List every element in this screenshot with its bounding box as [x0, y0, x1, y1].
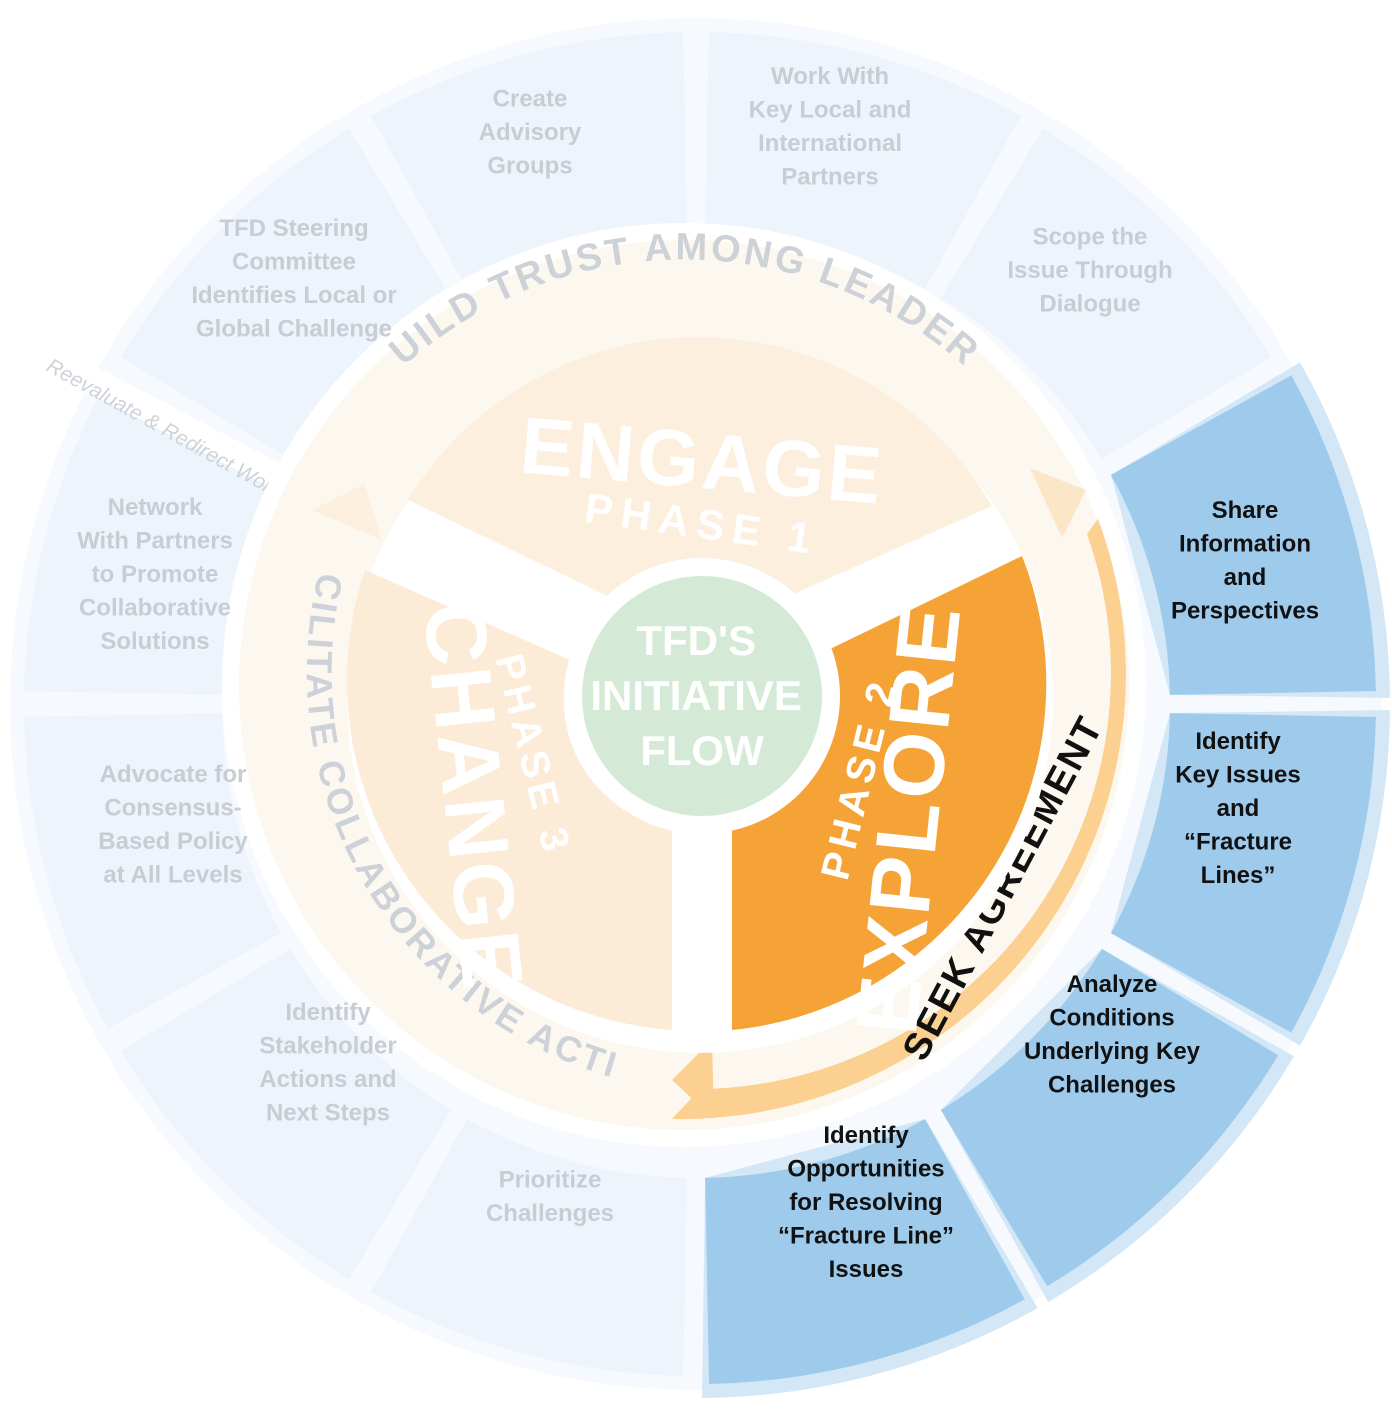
step-label-line: Underlying Key — [1024, 1038, 1201, 1065]
step-label-line: Key Local and — [749, 96, 912, 123]
step-segment-identify-stakeholder-actions — [120, 948, 452, 1280]
center-line-3: FLOW — [640, 727, 764, 774]
step-label-line: Committee — [232, 248, 356, 275]
step-label-line: Next Steps — [266, 1099, 390, 1126]
step-segment-identify-opportunities — [705, 1118, 1025, 1384]
step-label-line: Dialogue — [1039, 291, 1140, 318]
step-label-line: International — [758, 130, 902, 157]
explore-sector — [732, 556, 1047, 1030]
ring-arrow-left — [312, 484, 382, 540]
step-label-line: Prioritize — [499, 1166, 602, 1193]
step-label-line: for Resolving — [789, 1189, 942, 1216]
step-label-line: Identifies Local or — [191, 282, 396, 309]
svg-text:TFD'S INITIATIVE FLOW: TFD'S INITIATIVE FLOW — [590, 617, 813, 774]
step-label-line: Partners — [781, 163, 878, 190]
outer-step-segments — [24, 32, 1390, 1398]
step-label-line: Perspectives — [1171, 597, 1319, 624]
step-label-line: Lines” — [1201, 862, 1276, 889]
center-line-1: TFD'S — [636, 617, 756, 664]
step-label-line: Conditions — [1049, 1004, 1174, 1031]
step-label-line: Issue Through — [1007, 257, 1172, 284]
step-label-line: Collaborative — [79, 595, 231, 622]
step-segment-share-information — [1110, 375, 1376, 695]
change-sector — [346, 570, 672, 1030]
step-segment-tfd-steering — [120, 128, 452, 460]
step-label-line: and — [1224, 564, 1267, 591]
step-label-line: Identify — [1195, 728, 1281, 755]
step-segment-create-advisory — [371, 32, 687, 290]
step-label-line: at All Levels — [103, 861, 242, 888]
step-label-line: Solutions — [100, 628, 209, 655]
step-label-line: Share — [1212, 497, 1279, 524]
step-label-line: Opportunities — [787, 1156, 944, 1183]
step-label-line: Stakeholder — [259, 1032, 396, 1059]
step-label-line: and — [1217, 795, 1260, 822]
center-line-2: INITIATIVE — [590, 672, 802, 719]
step-label-line: Based Policy — [98, 828, 248, 855]
step-label-line: Information — [1179, 530, 1311, 557]
step-label-line: Scope the — [1033, 224, 1148, 251]
center-circle — [582, 576, 822, 816]
step-segment-work-with-partners — [705, 32, 1021, 290]
step-label-line: Challenges — [1048, 1071, 1176, 1098]
step-label-line: Consensus- — [104, 794, 241, 821]
ring-arrow-bottom — [672, 1040, 714, 1119]
step-label-line: Work With — [771, 63, 889, 90]
step-label-line: Identify — [823, 1122, 909, 1149]
step-label-line: With Partners — [77, 528, 233, 555]
step-label-line: “Fracture Line” — [778, 1223, 954, 1250]
step-segment-advocate-policy — [24, 713, 282, 1029]
step-label-line: Key Issues — [1175, 762, 1300, 789]
step-label-line: TFD Steering — [219, 215, 368, 242]
ring-arrow-top — [1030, 468, 1086, 538]
step-label-line: Create — [493, 86, 568, 113]
step-label-line: Groups — [487, 153, 572, 180]
step-label-line: Advisory — [479, 119, 582, 146]
step-label-line: Actions and — [259, 1066, 396, 1093]
step-segment-scope-issue — [940, 128, 1272, 460]
engage-sector — [408, 337, 992, 600]
step-label-line: “Fracture — [1184, 829, 1292, 856]
step-segment-prioritize-challenges — [371, 1118, 687, 1376]
step-label-line: Network — [108, 494, 203, 521]
step-segment-identify-key-issues — [1110, 713, 1376, 1033]
step-label-line: Issues — [829, 1256, 904, 1283]
step-label-line: Analyze — [1067, 971, 1158, 998]
step-segment-analyze-conditions — [940, 948, 1279, 1287]
step-label-line: Challenges — [486, 1200, 614, 1227]
step-label-line: Identify — [285, 999, 371, 1026]
step-label-line: Advocate for — [100, 761, 247, 788]
step-label-line: to Promote — [92, 561, 219, 588]
ring-band-explore — [672, 519, 1126, 1120]
step-label-line: Global Challenge — [196, 315, 392, 342]
